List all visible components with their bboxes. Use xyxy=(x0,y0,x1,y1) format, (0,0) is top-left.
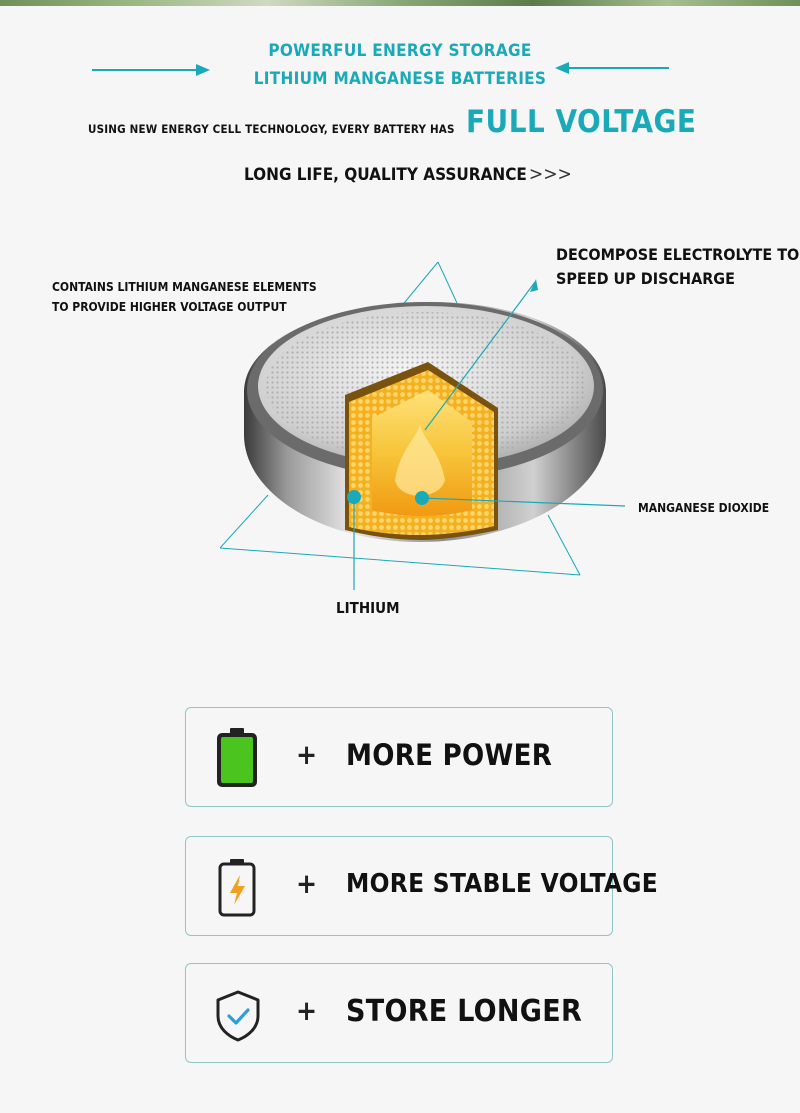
left-arrow-decoration xyxy=(92,64,210,76)
feature-card-store-longer: + STORE LONGER xyxy=(185,963,613,1063)
label-decompose-1: DECOMPOSE ELECTROLYTE TO xyxy=(556,245,800,264)
label-lithium-manganese-2: TO PROVIDE HIGHER VOLTAGE OUTPUT xyxy=(52,300,287,314)
plus-sign: + xyxy=(296,867,318,900)
lithium-marker xyxy=(347,490,361,504)
tagline-arrows: >>> xyxy=(528,163,572,185)
manganese-dioxide-marker xyxy=(415,491,429,505)
feature-text: STORE LONGER xyxy=(346,994,583,1029)
battery-full-icon xyxy=(217,728,257,787)
header-line-1: POWERFUL ENERGY STORAGE xyxy=(268,41,532,61)
feature-card-more-power: + MORE POWER xyxy=(185,707,613,807)
right-arrow-decoration xyxy=(555,62,669,74)
full-voltage-highlight: FULL VOLTAGE xyxy=(466,104,697,140)
tech-description: USING NEW ENERGY CELL TECHNOLOGY, EVERY … xyxy=(88,122,455,136)
label-lithium: LITHIUM xyxy=(336,599,400,617)
outline-lines xyxy=(219,261,581,576)
shield-check-icon xyxy=(216,990,260,1042)
feature-card-stable-voltage: + MORE STABLE VOLTAGE xyxy=(185,836,658,936)
label-manganese-dioxide: MANGANESE DIOXIDE xyxy=(638,501,770,515)
label-lithium-manganese-1: CONTAINS LITHIUM MANGANESE ELEMENTS xyxy=(52,280,317,294)
feature-text: MORE POWER xyxy=(346,738,553,772)
plus-sign: + xyxy=(296,994,318,1027)
label-decompose-2: SPEED UP DISCHARGE xyxy=(556,269,735,288)
feature-text: MORE STABLE VOLTAGE xyxy=(346,869,659,899)
top-decorative-strip xyxy=(0,0,800,6)
battery-diagram xyxy=(219,261,626,590)
tagline-text: LONG LIFE, QUALITY ASSURANCE xyxy=(244,165,527,185)
coin-battery xyxy=(244,302,606,542)
plus-sign: + xyxy=(296,738,318,771)
header-line-2: LITHIUM MANGANESE BATTERIES xyxy=(253,69,547,89)
battery-charging-icon xyxy=(218,859,256,917)
tagline: LONG LIFE, QUALITY ASSURANCE>>> xyxy=(244,163,572,185)
pointer-lines xyxy=(353,279,626,590)
